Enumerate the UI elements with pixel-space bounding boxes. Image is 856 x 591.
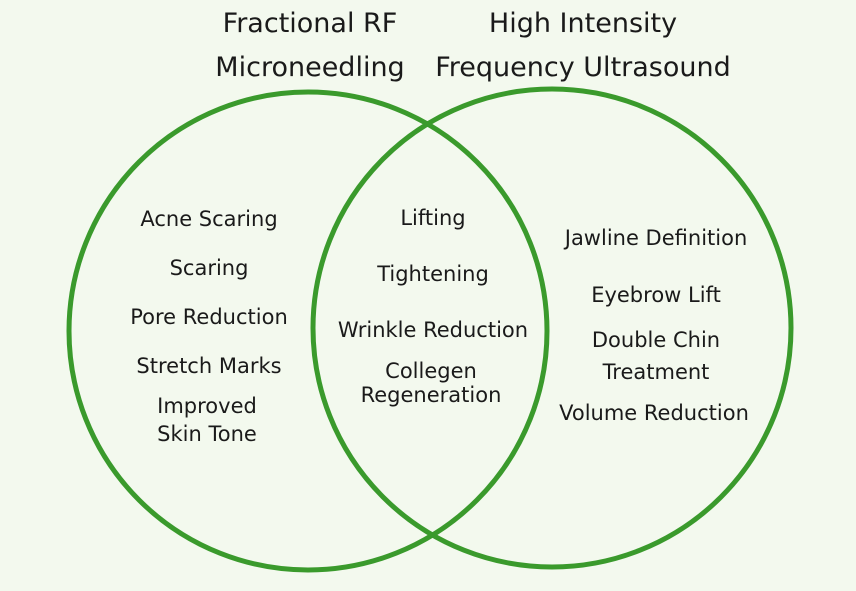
left-item-improved-skin-tone: Improved Skin Tone: [157, 394, 257, 446]
right-item-jawline-definition: Jawline Definition: [564, 226, 748, 250]
left-item-acne-scaring: Acne Scaring: [140, 207, 278, 231]
right-circle-title: High Intensity Frequency Ultrasound: [433, 2, 733, 90]
left-item-pore-reduction: Pore Reduction: [130, 305, 288, 329]
right-item-eyebrow-lift: Eyebrow Lift: [591, 283, 721, 307]
left-title-line-1: Fractional RF: [222, 8, 398, 39]
right-title-line-1: High Intensity: [488, 8, 678, 39]
overlap-item-lifting: Lifting: [400, 206, 466, 230]
right-title-line-2: Frequency Ultrasound: [435, 52, 731, 83]
left-circle: [66, 89, 550, 573]
left-item-scaring: Scaring: [169, 256, 249, 280]
left-circle-title: Fractional RF Microneedling: [190, 2, 430, 90]
overlap-item-tightening: Tightening: [377, 262, 489, 286]
overlap-item-wrinkle-reduction: Wrinkle Reduction: [337, 318, 529, 342]
right-circle: [310, 86, 794, 570]
right-item-volume-reduction: Volume Reduction: [559, 401, 749, 425]
right-item-double-chin-treatment: Double Chin Treatment: [591, 328, 721, 384]
left-item-stretch-marks: Stretch Marks: [136, 354, 282, 378]
overlap-item-collegen-regeneration: Collegen Regeneration: [360, 359, 502, 407]
left-title-line-2: Microneedling: [215, 52, 405, 83]
